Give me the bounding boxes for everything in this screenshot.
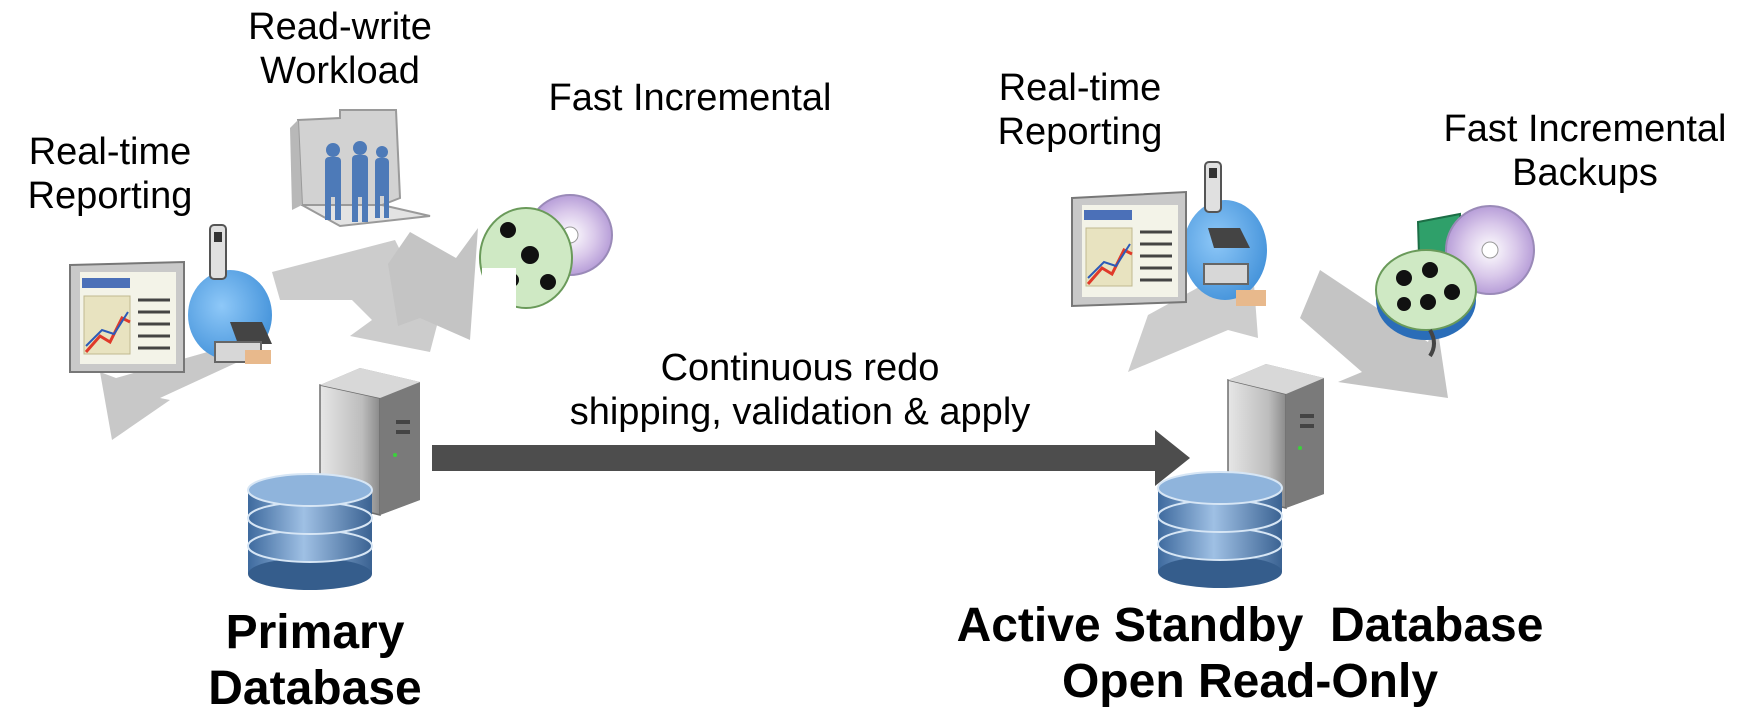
standby-backup-label: Fast Incremental Backups xyxy=(1420,107,1750,195)
standby-backup-feed-arrow xyxy=(1300,270,1448,398)
redo-label: Continuous redo shipping, validation & a… xyxy=(520,346,1080,434)
reporting-feed-arrow xyxy=(100,345,238,440)
reporting-icon xyxy=(69,224,272,373)
primary-title-line1: Primary xyxy=(225,606,405,659)
primary-backup-line1: Fast Incremental xyxy=(548,77,832,119)
standby-backup-tape-disc-icon xyxy=(1375,205,1535,358)
primary-title-line2: Database xyxy=(208,662,422,715)
primary-disk-stack-icon xyxy=(247,473,373,590)
standby-title-line1: Active Standby Database xyxy=(956,599,1544,652)
backup-feed-arrow xyxy=(388,228,478,340)
redo-line1: Continuous redo xyxy=(660,347,940,389)
standby-reporting-label: Real-time Reporting xyxy=(980,66,1180,154)
primary-reporting-label: Real-time Reporting xyxy=(10,130,210,218)
standby-backup-line1: Fast Incremental xyxy=(1443,108,1727,150)
primary-database-title: Primary Database xyxy=(170,605,460,717)
workload-people-icon xyxy=(290,109,431,228)
redo-shipping-arrow xyxy=(432,430,1190,486)
primary-reporting-line1: Real-time xyxy=(28,131,192,173)
standby-title-line2: Open Read-Only xyxy=(1061,655,1439,708)
primary-backup-label: Fast Incremental xyxy=(520,76,860,120)
workload-label: Read-write Workload xyxy=(240,5,440,93)
workload-line2: Workload xyxy=(260,50,420,92)
standby-server-icon xyxy=(1227,364,1324,509)
standby-disk-stack-icon xyxy=(1157,471,1283,588)
standby-reporting-line2: Reporting xyxy=(997,111,1163,153)
workload-line1: Read-write xyxy=(248,6,432,48)
backup-tape-disc-icon xyxy=(479,194,613,330)
standby-reporting-line1: Real-time xyxy=(998,67,1162,109)
standby-database-title: Active Standby Database Open Read-Only xyxy=(940,598,1560,710)
standby-backup-line2: Backups xyxy=(1512,152,1658,194)
standby-reporting-icon xyxy=(1071,161,1267,308)
primary-reporting-line2: Reporting xyxy=(27,175,193,217)
redo-line2: shipping, validation & apply xyxy=(569,391,1031,433)
